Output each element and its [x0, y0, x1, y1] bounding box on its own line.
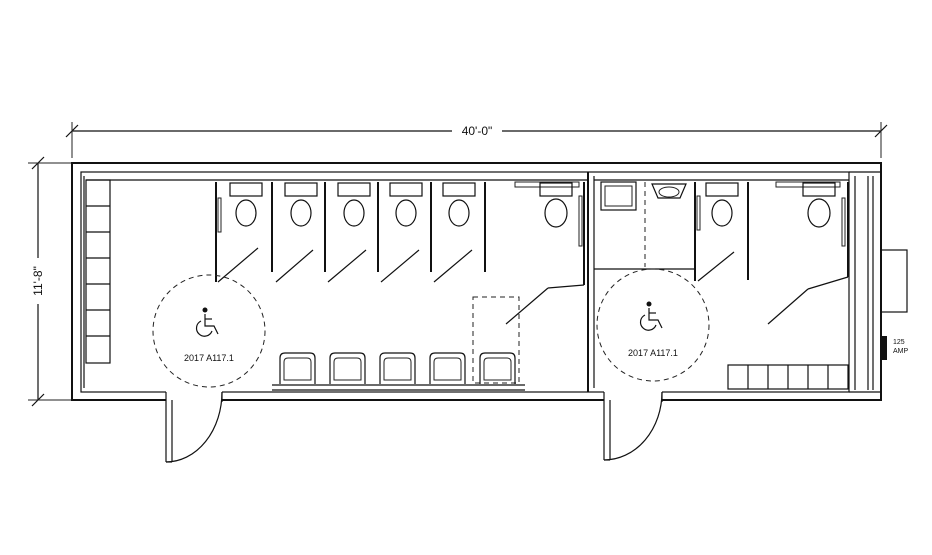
left-shelving [85, 179, 111, 364]
right-accessibility-code: 2017 A117.1 [628, 348, 678, 358]
right-turning-circle: 2017 A117.1 [596, 268, 710, 382]
toilet [229, 182, 263, 227]
accessible-toilet [539, 182, 573, 228]
left-entry-door[interactable] [165, 391, 223, 463]
stall-partitions-right [594, 179, 849, 325]
length-dimension: 40'-0" [65, 122, 888, 158]
panel-amperage: 125 [893, 339, 905, 346]
toilet [337, 182, 371, 227]
left-accessibility-code: 2017 A117.1 [184, 353, 234, 363]
left-turning-circle: 2017 A117.1 [152, 274, 266, 388]
sink [279, 352, 316, 384]
right-entry-door[interactable] [603, 391, 663, 461]
wheelchair-icon [195, 307, 219, 337]
urinal [651, 183, 687, 199]
sink [329, 352, 366, 384]
utility-sink [600, 181, 637, 211]
sink [379, 352, 416, 384]
wheelchair-icon [639, 301, 663, 331]
electrical-panel: 125 AMP [881, 336, 909, 360]
toilet [442, 182, 476, 227]
right-shelving [727, 364, 849, 390]
sink [429, 352, 466, 384]
accessible-toilet [802, 182, 836, 228]
width-dimension-label: 11'-8" [31, 266, 45, 296]
toilet [389, 182, 423, 227]
length-dimension-label: 40'-0" [462, 124, 493, 138]
toilet [705, 182, 739, 227]
toilet [284, 182, 318, 227]
panel-unit: AMP [893, 348, 909, 355]
exterior-box [880, 249, 908, 313]
width-dimension: 11'-8" [28, 156, 72, 407]
clear-floor-space [472, 296, 520, 384]
stall-partitions-left [86, 179, 588, 325]
sink [479, 352, 516, 384]
